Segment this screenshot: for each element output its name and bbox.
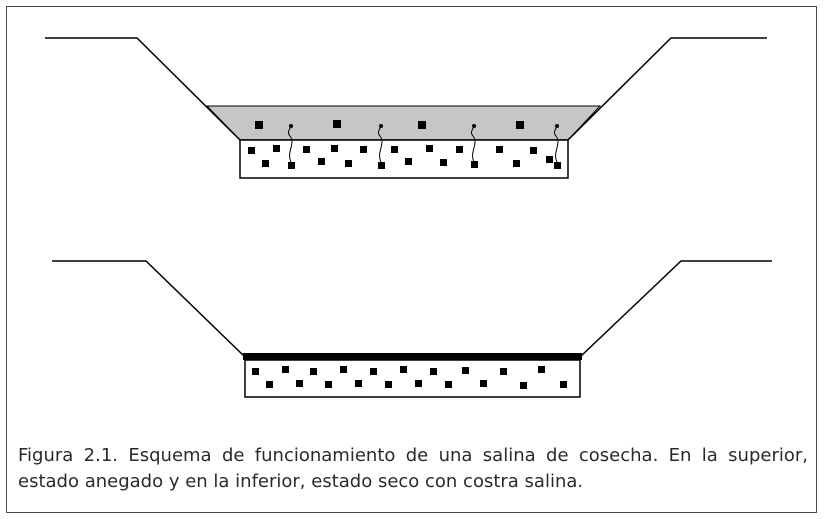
salt-particle [340, 366, 347, 373]
sediment-bed-top [239, 139, 569, 179]
salt-particle [405, 158, 412, 165]
salt-particle [391, 146, 398, 153]
salt-particle [282, 366, 289, 373]
salt-particle [520, 382, 527, 389]
salt-particle [360, 146, 367, 153]
capillary-path [553, 125, 559, 163]
sediment-bed-bottom [244, 359, 581, 398]
arrow-tip [472, 124, 476, 128]
salt-particle [538, 366, 545, 373]
salt-particle [378, 162, 385, 169]
salt-particle [500, 368, 507, 375]
sediment-salt-top [248, 145, 561, 169]
arrow-tip [289, 124, 293, 128]
dissolved-salt-particles [255, 120, 524, 129]
water-layer [205, 105, 602, 141]
salt-particle [355, 380, 362, 387]
rising-salt-paths [287, 125, 559, 163]
salt-particle [303, 146, 310, 153]
salt-particle [462, 367, 469, 374]
salt-particle [415, 380, 422, 387]
basin-profile-bottom [52, 260, 772, 358]
salt-particle [273, 145, 280, 152]
figure-caption: Figura 2.1. Esquema de funcionamiento de… [18, 445, 808, 492]
salt-particle [456, 146, 463, 153]
salt-particle [430, 368, 437, 375]
salt-particle [418, 121, 426, 129]
salt-crust [243, 353, 582, 360]
salt-particle [426, 145, 433, 152]
salt-particle [370, 368, 377, 375]
salt-particle [266, 381, 273, 388]
salt-particle [310, 368, 317, 375]
salt-particle [325, 381, 332, 388]
salt-particle [546, 156, 553, 163]
capillary-path [377, 125, 383, 163]
figure-frame [6, 6, 817, 513]
salt-particle [255, 121, 263, 129]
capillary-path [470, 125, 476, 163]
panel-flooded [45, 37, 767, 179]
salt-particle [331, 145, 338, 152]
salt-particle [296, 380, 303, 387]
salt-particle [513, 160, 520, 167]
salt-particle [252, 368, 259, 375]
salt-particle [445, 381, 452, 388]
salt-particle [530, 147, 537, 154]
salina-diagram [45, 37, 772, 398]
salt-particle [480, 380, 487, 387]
salt-particle [471, 161, 478, 168]
capillary-path [287, 125, 293, 163]
salt-particle [440, 159, 447, 166]
salt-particle [560, 381, 567, 388]
salt-particle [288, 162, 295, 169]
salt-particle [554, 162, 561, 169]
salt-particle [318, 158, 325, 165]
arrow-tip [555, 124, 559, 128]
panel-dry [52, 260, 772, 398]
salt-particle [516, 121, 524, 129]
salt-particle [496, 146, 503, 153]
salt-particle [385, 381, 392, 388]
sediment-salt-bottom [252, 366, 567, 389]
salt-particle [345, 160, 352, 167]
path-arrowheads [289, 124, 559, 128]
salt-particle [262, 160, 269, 167]
arrow-tip [379, 124, 383, 128]
salt-particle [400, 366, 407, 373]
salt-particle [333, 120, 341, 128]
salt-particle [248, 147, 255, 154]
